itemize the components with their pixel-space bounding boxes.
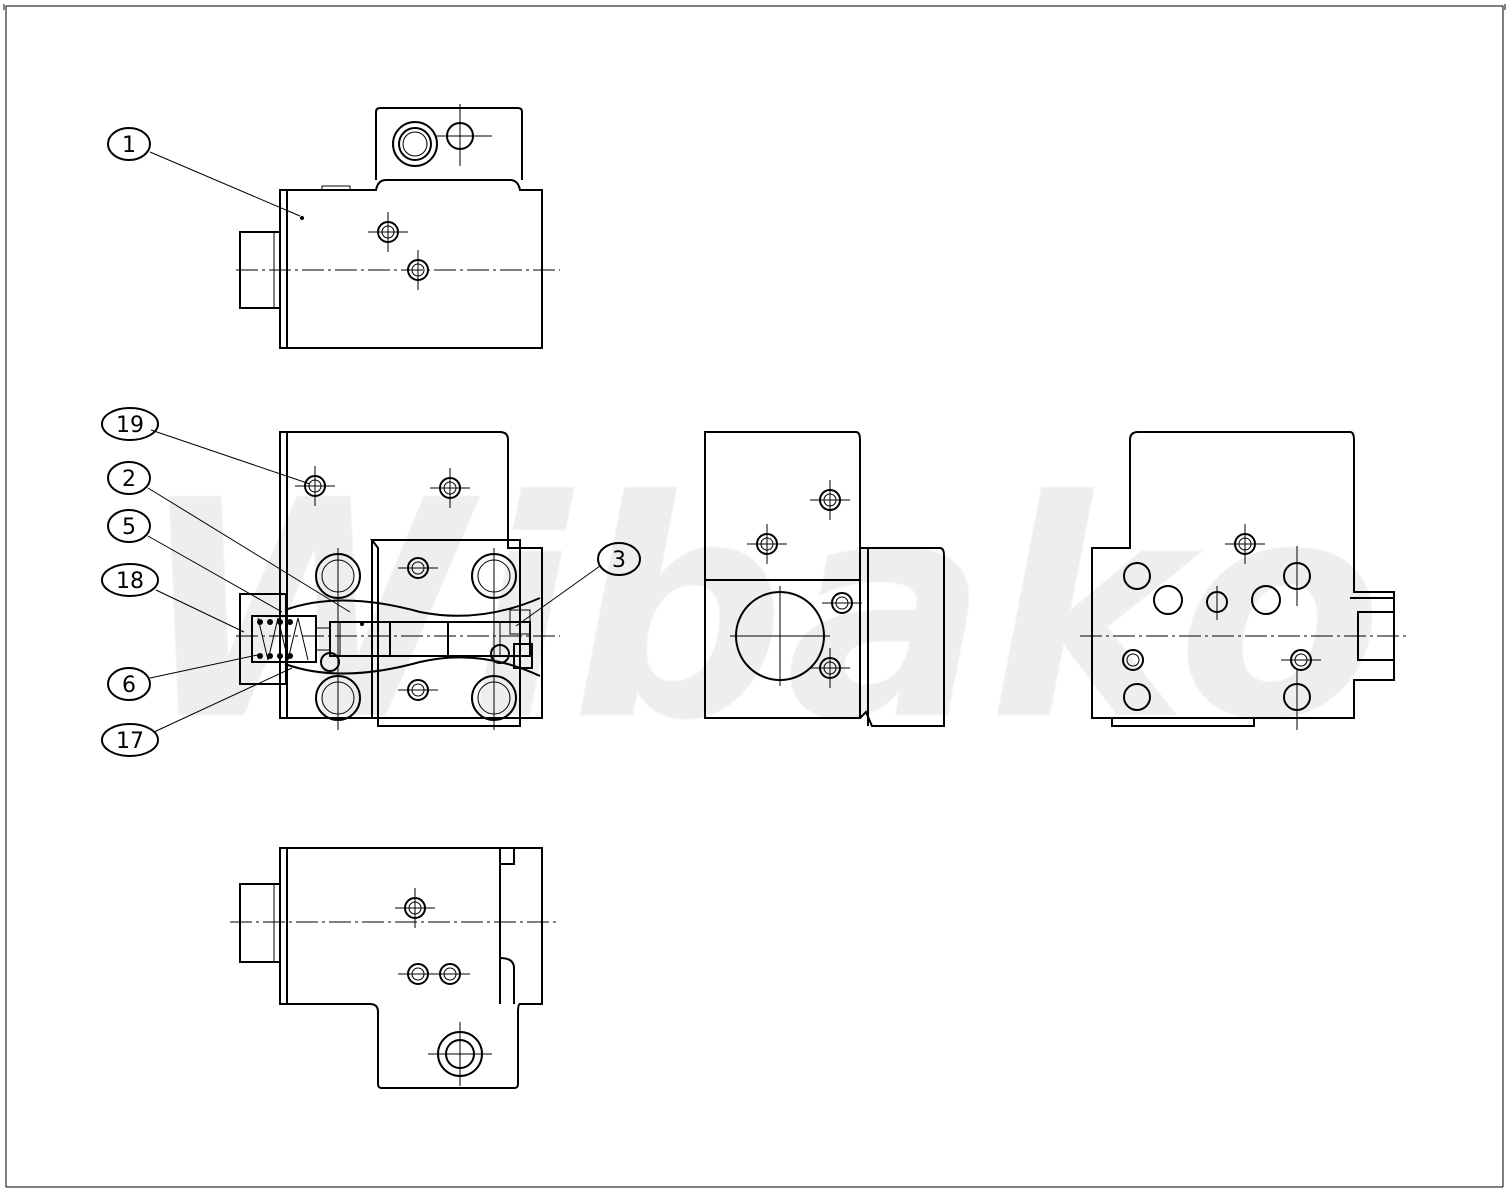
corner-marks bbox=[3, 4, 1506, 10]
sheet-border bbox=[5, 5, 1504, 1188]
view-end bbox=[1080, 431, 1410, 730]
balloon-1: 1 bbox=[107, 127, 301, 217]
balloon-19: 19 bbox=[101, 407, 311, 485]
balloon-17-label: 17 bbox=[116, 729, 144, 754]
balloon-17: 17 bbox=[101, 667, 293, 757]
view-section bbox=[236, 431, 560, 730]
balloon-2-label: 2 bbox=[122, 467, 136, 492]
balloon-3-label: 3 bbox=[612, 548, 626, 573]
balloon-1-label: 1 bbox=[122, 133, 136, 158]
balloon-19-label: 19 bbox=[116, 413, 144, 438]
balloon-6: 6 bbox=[107, 653, 263, 701]
view-top bbox=[236, 104, 560, 349]
balloon-6-label: 6 bbox=[122, 673, 136, 698]
view-bottom bbox=[230, 847, 560, 1089]
balloon-3: 3 bbox=[515, 542, 641, 627]
balloon-5-label: 5 bbox=[122, 515, 136, 540]
balloon-5: 5 bbox=[107, 509, 283, 613]
view-side bbox=[704, 431, 945, 727]
balloon-18: 18 bbox=[101, 563, 245, 633]
balloon-18-label: 18 bbox=[116, 569, 144, 594]
balloon-2: 2 bbox=[107, 461, 351, 613]
